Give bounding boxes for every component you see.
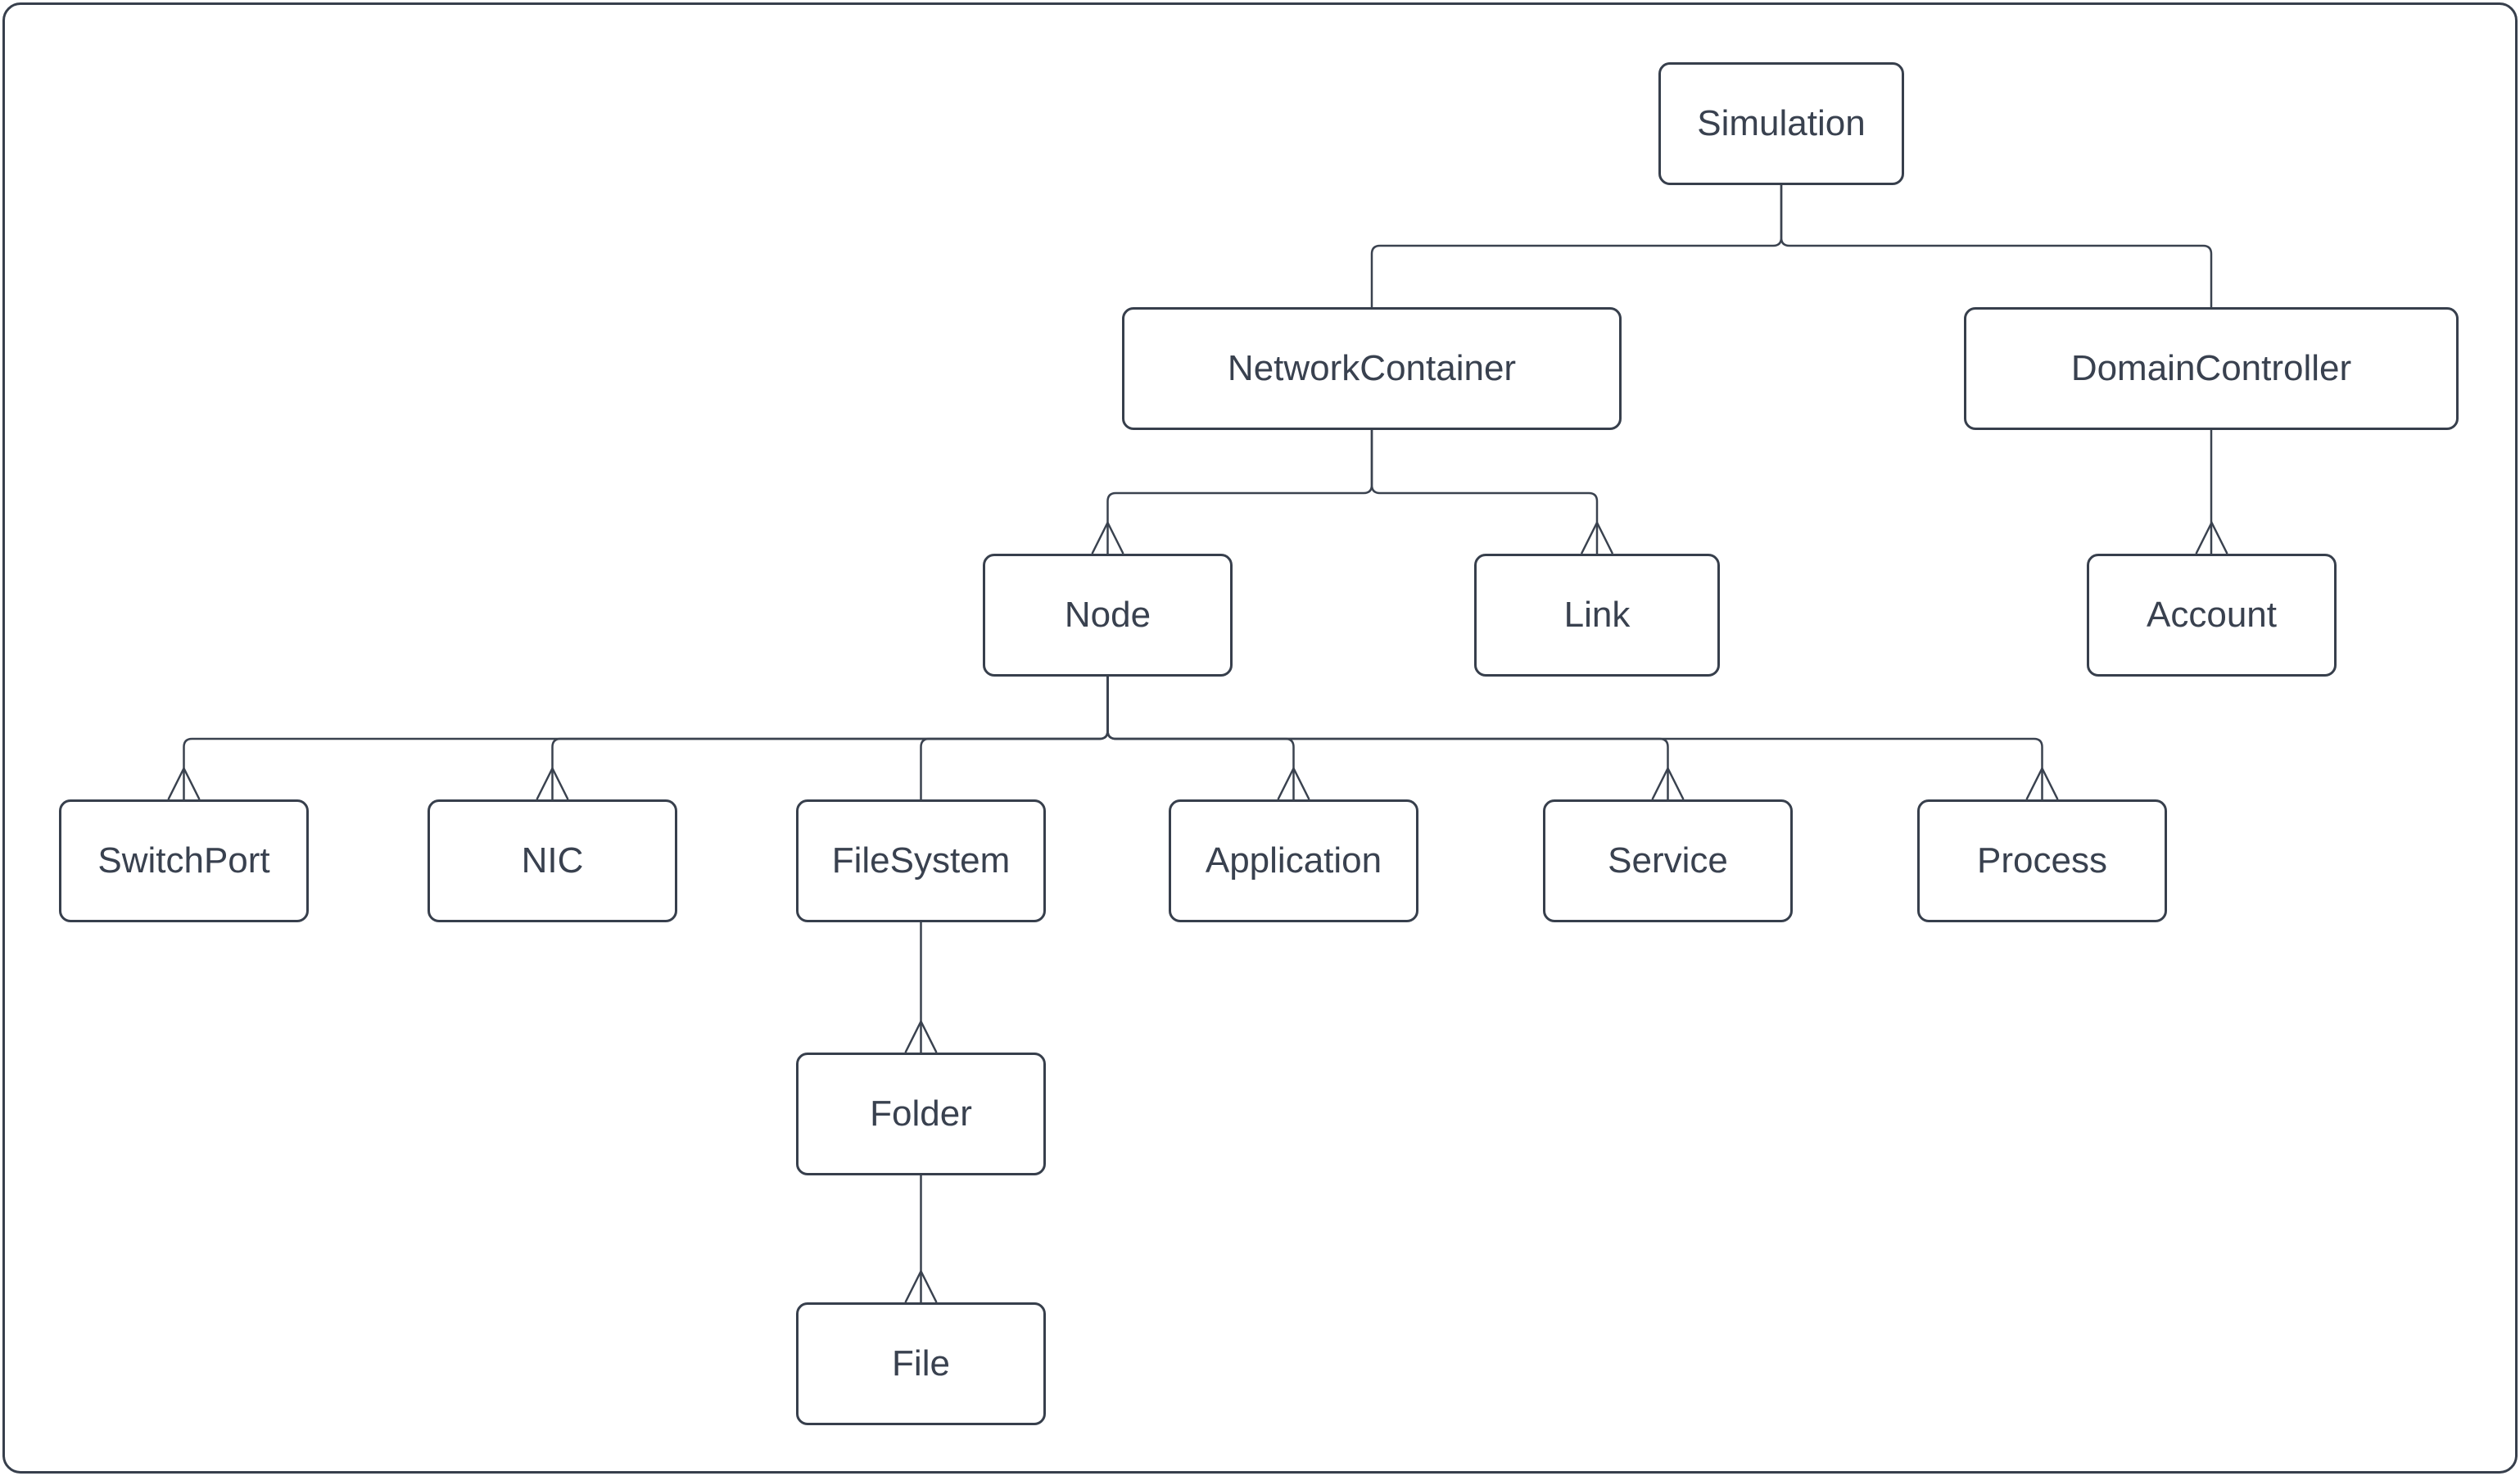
- open-chevron-arrowhead-service: [1651, 766, 1685, 800]
- node-label-simulation: Simulation: [1697, 102, 1866, 143]
- node-box-domain-controller: DomainController: [1964, 307, 2459, 430]
- node-label-node: Node: [1064, 594, 1151, 635]
- node-box-node: Node: [983, 554, 1233, 677]
- node-box-folder: Folder: [796, 1053, 1046, 1175]
- node-box-account: Account: [2087, 554, 2337, 677]
- node-box-switch-port: SwitchPort: [59, 799, 309, 922]
- open-chevron-arrowhead-account: [2195, 520, 2228, 555]
- node-label-file: File: [892, 1342, 950, 1383]
- open-chevron-arrowhead-process: [2025, 766, 2059, 800]
- node-label-process: Process: [1977, 840, 2107, 881]
- open-chevron-arrowhead-link: [1580, 520, 1614, 555]
- node-label-folder: Folder: [870, 1093, 972, 1134]
- open-chevron-arrowhead-nic: [536, 766, 569, 800]
- open-chevron-arrowhead-folder: [904, 1019, 938, 1053]
- node-label-application: Application: [1205, 840, 1382, 881]
- node-label-account: Account: [2147, 594, 2277, 635]
- edge-network-container-to-node: [1106, 430, 1373, 554]
- edge-simulation-to-network-container: [1370, 185, 1783, 307]
- node-label-network-container: NetworkContainer: [1227, 347, 1517, 388]
- open-chevron-arrowhead-file: [904, 1269, 938, 1303]
- edge-node-to-file-system: [920, 677, 1109, 799]
- node-box-process: Process: [1917, 799, 2167, 922]
- node-box-file: File: [796, 1302, 1046, 1425]
- node-label-nic: NIC: [521, 840, 584, 881]
- edge-network-container-to-link: [1370, 430, 1599, 554]
- edge-simulation-to-domain-controller: [1780, 185, 2213, 307]
- open-chevron-arrowhead-switch-port: [167, 766, 201, 800]
- open-chevron-arrowhead-application: [1277, 766, 1310, 800]
- node-box-simulation: Simulation: [1658, 62, 1904, 185]
- node-label-service: Service: [1608, 840, 1728, 881]
- node-label-switch-port: SwitchPort: [97, 840, 270, 881]
- node-box-network-container: NetworkContainer: [1122, 307, 1622, 430]
- node-box-service: Service: [1543, 799, 1793, 922]
- node-box-application: Application: [1169, 799, 1418, 922]
- node-label-domain-controller: DomainController: [2070, 347, 2352, 388]
- node-box-file-system: FileSystem: [796, 799, 1046, 922]
- node-box-link: Link: [1474, 554, 1720, 677]
- node-label-file-system: FileSystem: [831, 840, 1011, 881]
- node-label-link: Link: [1563, 594, 1631, 635]
- node-box-nic: NIC: [428, 799, 677, 922]
- open-chevron-arrowhead-node: [1091, 520, 1124, 555]
- edge-node-to-process: [1106, 677, 2043, 799]
